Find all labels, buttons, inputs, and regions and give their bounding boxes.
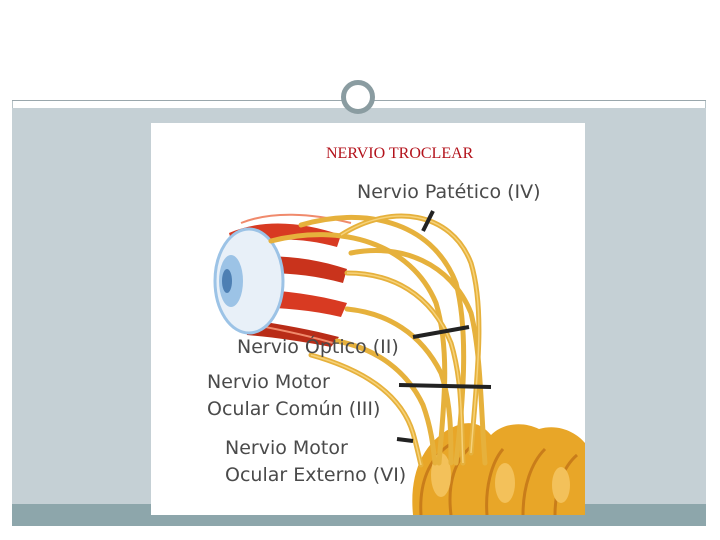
anatomy-image: Nervio Patético (IV) Nervio Óptico (II) …	[151, 123, 585, 515]
label-motor-common-line1: Nervio Motor	[207, 371, 330, 393]
ornament-circle	[341, 80, 375, 114]
label-motor-external-line2: Ocular Externo (VI)	[225, 464, 406, 486]
label-optic-nerve: Nervio Óptico (II)	[237, 334, 399, 358]
leader-lines	[396, 210, 492, 443]
eyeball	[213, 227, 285, 335]
label-pathetic-nerve: Nervio Patético (IV)	[357, 181, 541, 203]
nerve-diagram: Nervio Patético (IV) Nervio Óptico (II) …	[207, 181, 585, 515]
label-motor-external-line1: Nervio Motor	[225, 437, 348, 459]
slide-title: NERVIO TROCLEAR	[326, 145, 474, 162]
brainstem-tissue	[412, 423, 585, 515]
label-motor-common-line2: Ocular Común (III)	[207, 398, 380, 420]
